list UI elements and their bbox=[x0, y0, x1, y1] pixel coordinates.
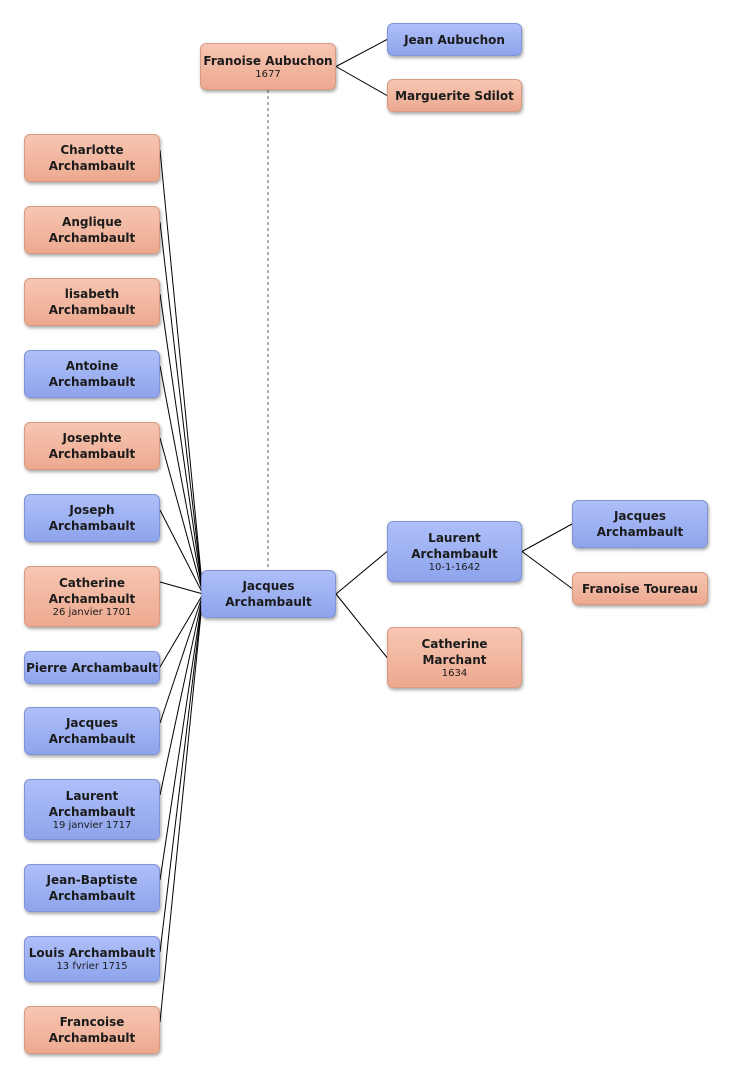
person-card-child[interactable]: Jean-Baptiste Archambault bbox=[24, 864, 160, 912]
person-name: Charlotte Archambault bbox=[48, 143, 136, 173]
person-name: Anglique Archambault bbox=[48, 215, 136, 245]
person-name: Louis Archambault bbox=[28, 946, 156, 960]
person-card-child[interactable]: Francoise Archambault bbox=[24, 1006, 160, 1054]
parent-link-line bbox=[335, 551, 388, 595]
person-card-spouse-father[interactable]: Jean Aubuchon bbox=[387, 23, 522, 56]
parent-link-line bbox=[521, 523, 573, 552]
person-name: Jean-Baptiste Archambault bbox=[46, 873, 138, 903]
person-date: 19 janvier 1717 bbox=[52, 819, 132, 831]
parent-link-line bbox=[335, 39, 388, 67]
person-name: Laurent Archambault bbox=[411, 530, 498, 561]
child-link-line bbox=[159, 593, 204, 724]
child-link-line bbox=[159, 509, 204, 595]
person-name: Jean Aubuchon bbox=[404, 32, 505, 47]
person-date: 1634 bbox=[441, 667, 468, 679]
person-name: Franoise Toureau bbox=[582, 581, 698, 596]
person-name: Jacques Archambault bbox=[225, 579, 312, 609]
person-name: Pierre Archambault bbox=[26, 660, 158, 675]
child-link-line bbox=[159, 365, 204, 595]
person-card-child[interactable]: Anglique Archambault bbox=[24, 206, 160, 254]
person-name: Franoise Aubuchon bbox=[203, 53, 333, 68]
person-card-father[interactable]: Laurent Archambault 10-1-1642 bbox=[387, 521, 522, 582]
person-card-child[interactable]: Jacques Archambault bbox=[24, 707, 160, 755]
person-card-spouse[interactable]: Franoise Aubuchon 1677 bbox=[200, 43, 336, 90]
person-name: Laurent Archambault bbox=[48, 788, 136, 819]
person-card-child[interactable]: Laurent Archambault 19 janvier 1717 bbox=[24, 779, 160, 840]
person-name: Marguerite Sdilot bbox=[395, 88, 514, 103]
person-card-child[interactable]: Catherine Archambault 26 janvier 1701 bbox=[24, 566, 160, 627]
person-date: 26 janvier 1701 bbox=[52, 606, 132, 618]
person-card-grandmother[interactable]: Franoise Toureau bbox=[572, 572, 708, 605]
child-link-line bbox=[159, 593, 204, 668]
parent-link-line bbox=[521, 551, 573, 589]
child-link-line bbox=[159, 593, 204, 796]
child-link-line bbox=[159, 593, 204, 881]
parent-link-line bbox=[335, 593, 388, 658]
child-link-line bbox=[159, 593, 204, 953]
person-name: Jacques Archambault bbox=[48, 716, 136, 746]
child-link-line bbox=[159, 593, 204, 1023]
person-card-child[interactable]: lisabeth Archambault bbox=[24, 278, 160, 326]
person-name: Antoine Archambault bbox=[48, 359, 136, 389]
person-name: Catherine Archambault bbox=[48, 575, 136, 606]
person-card-child[interactable]: Josephte Archambault bbox=[24, 422, 160, 470]
person-date: 13 fvrier 1715 bbox=[56, 961, 128, 972]
person-name: Josephte Archambault bbox=[48, 431, 136, 461]
person-name: Catherine Marchant bbox=[421, 636, 488, 667]
child-link-line bbox=[159, 437, 204, 595]
person-card-mother[interactable]: Catherine Marchant 1634 bbox=[387, 627, 522, 688]
person-card-child[interactable]: Charlotte Archambault bbox=[24, 134, 160, 182]
person-name: Jacques Archambault bbox=[596, 509, 684, 539]
person-card-child[interactable]: Pierre Archambault bbox=[24, 651, 160, 684]
person-card-child[interactable]: Joseph Archambault bbox=[24, 494, 160, 542]
child-link-line bbox=[159, 221, 204, 595]
person-date: 1677 bbox=[255, 68, 281, 80]
parent-link-line bbox=[335, 66, 388, 96]
person-card-child[interactable]: Louis Archambault 13 fvrier 1715 bbox=[24, 936, 160, 982]
person-date: 10-1-1642 bbox=[428, 561, 481, 573]
person-card-spouse-mother[interactable]: Marguerite Sdilot bbox=[387, 79, 522, 112]
person-name: lisabeth Archambault bbox=[48, 287, 136, 317]
person-card-focus[interactable]: Jacques Archambault bbox=[201, 570, 336, 618]
child-link-line bbox=[159, 149, 204, 595]
person-name: Joseph Archambault bbox=[48, 503, 136, 533]
child-link-line bbox=[159, 581, 204, 595]
child-link-line bbox=[159, 293, 204, 595]
person-card-grandfather[interactable]: Jacques Archambault bbox=[572, 500, 708, 548]
person-name: Francoise Archambault bbox=[48, 1015, 136, 1045]
person-card-child[interactable]: Antoine Archambault bbox=[24, 350, 160, 398]
